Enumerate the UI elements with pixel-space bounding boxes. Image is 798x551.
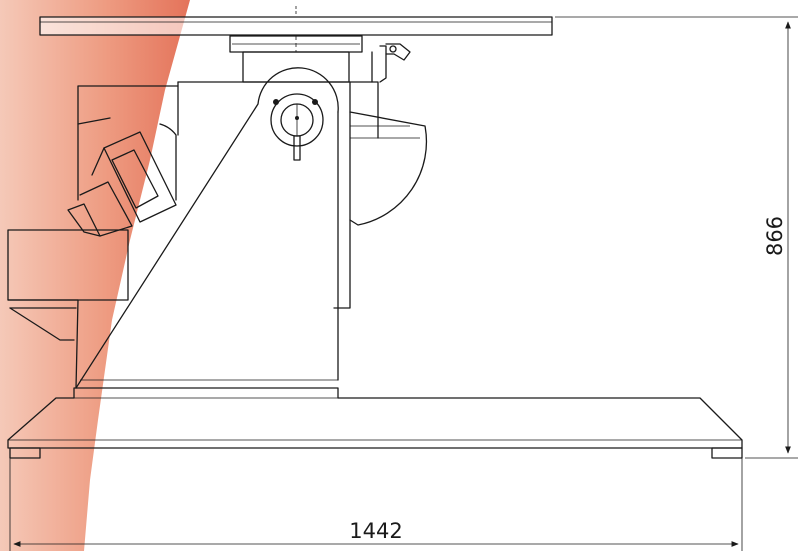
tilt-column (177, 81, 428, 309)
accent-band (0, 0, 190, 551)
gear-motor (67, 85, 179, 237)
rotary-hub (229, 35, 363, 83)
pivot-arm (75, 67, 339, 389)
height-dimension: 866 (555, 16, 798, 459)
locking-lever (371, 43, 411, 83)
width-dimension: 1442 (9, 458, 743, 551)
height-label: 866 (763, 216, 787, 256)
base-plate (7, 387, 743, 459)
width-label: 1442 (349, 519, 402, 543)
side-gearbox (7, 229, 129, 389)
